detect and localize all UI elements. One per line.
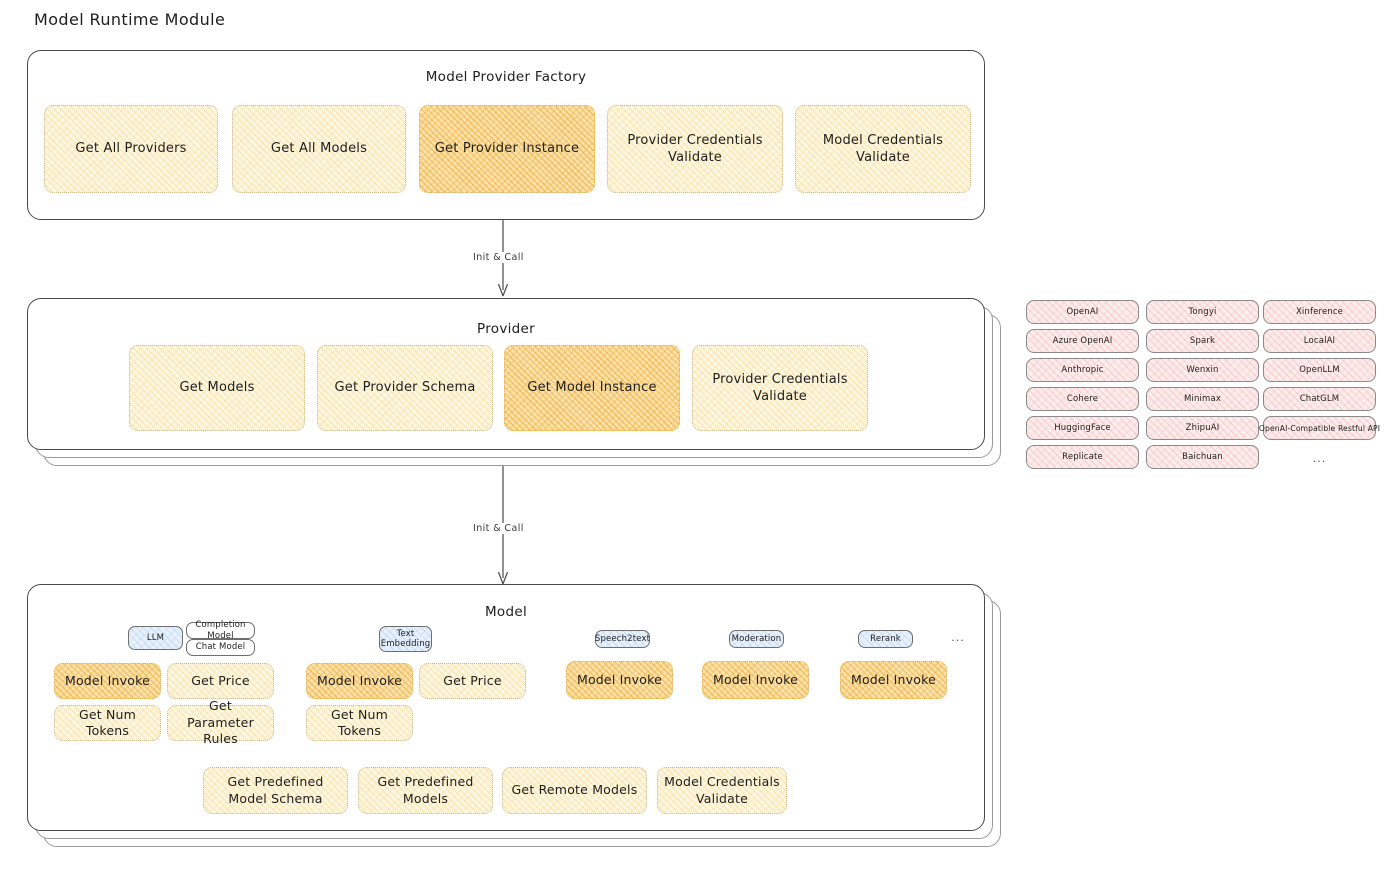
provider-chip-spark[interactable]: Spark (1146, 329, 1259, 353)
model-sub-badge-chat-model[interactable]: Chat Model (186, 639, 255, 656)
model-common-get-remote-models[interactable]: Get Remote Models (502, 767, 647, 814)
model-sub-badge-completion-model[interactable]: Completion Model (186, 620, 255, 641)
model-type-badge-moderation[interactable]: Moderation (729, 630, 784, 648)
provider-chip-xinference[interactable]: Xinference (1263, 300, 1376, 324)
model-type-badge-speech2text[interactable]: Speech2text (595, 630, 650, 648)
provider-chip-cohere[interactable]: Cohere (1026, 387, 1139, 411)
provider-node-get-model-instance[interactable]: Get Model Instance (504, 345, 680, 431)
provider-chip-minimax[interactable]: Minimax (1146, 387, 1259, 411)
model-common-model-credentials-validate[interactable]: Model Credentials Validate (657, 767, 787, 814)
text-embedding-method-get-price[interactable]: Get Price (419, 663, 526, 699)
model-type-badge-rerank[interactable]: Rerank (858, 630, 913, 648)
arrow-label-init-and-call-1: Init & Call (470, 252, 527, 263)
provider-chip-tongyi[interactable]: Tongyi (1146, 300, 1259, 324)
model-type-badge-llm[interactable]: LLM (128, 626, 183, 650)
model-types-more-ellipsis: ... (951, 631, 965, 644)
llm-method-get-parameter-rules[interactable]: Get Parameter Rules (167, 698, 274, 746)
provider-chip-zhipuai[interactable]: ZhipuAI (1146, 416, 1259, 440)
page-title: Model Runtime Module (34, 10, 226, 29)
provider-node-get-provider-schema[interactable]: Get Provider Schema (317, 345, 493, 431)
provider-chip-localai[interactable]: LocalAI (1263, 329, 1376, 353)
rerank-method-model-invoke[interactable]: Model Invoke (840, 661, 947, 699)
provider-node-provider-credentials-validate[interactable]: Provider Credentials Validate (692, 345, 868, 431)
provider-node-get-models[interactable]: Get Models (129, 345, 305, 431)
provider-chip-baichuan[interactable]: Baichuan (1146, 445, 1259, 469)
provider-title: Provider (477, 321, 535, 337)
provider-chip-openai[interactable]: OpenAI (1026, 300, 1139, 324)
factory-node-get-provider-instance[interactable]: Get Provider Instance (419, 105, 595, 193)
arrow-label-init-and-call-2: Init & Call (470, 523, 527, 534)
factory-node-get-all-models[interactable]: Get All Models (232, 105, 406, 193)
moderation-method-model-invoke[interactable]: Model Invoke (702, 661, 809, 699)
model-common-get-predefined-model-schema[interactable]: Get Predefined Model Schema (203, 767, 348, 814)
model-type-badge-text-embedding[interactable]: Text Embedding (379, 626, 432, 652)
model-title: Model (484, 604, 528, 620)
model-common-get-predefined-models[interactable]: Get Predefined Models (358, 767, 493, 814)
llm-method-model-invoke[interactable]: Model Invoke (54, 663, 161, 699)
factory-node-provider-credentials-validate[interactable]: Provider Credentials Validate (607, 105, 783, 193)
speech2text-method-model-invoke[interactable]: Model Invoke (566, 661, 673, 699)
llm-method-get-price[interactable]: Get Price (167, 663, 274, 699)
provider-chip-openai-compatible-restful-api[interactable]: OpenAI-Compatible Restful API (1259, 416, 1380, 440)
provider-chip-chatglm[interactable]: ChatGLM (1263, 387, 1376, 411)
text-embedding-method-get-num-tokens[interactable]: Get Num Tokens (306, 705, 413, 741)
arrow-provider-to-model (497, 466, 509, 585)
provider-chip-azure-openai[interactable]: Azure OpenAI (1026, 329, 1139, 353)
factory-node-get-all-providers[interactable]: Get All Providers (44, 105, 218, 193)
model-provider-factory-title: Model Provider Factory (425, 69, 587, 85)
text-embedding-method-model-invoke[interactable]: Model Invoke (306, 663, 413, 699)
provider-chip-replicate[interactable]: Replicate (1026, 445, 1139, 469)
llm-method-get-num-tokens[interactable]: Get Num Tokens (54, 705, 161, 741)
provider-list-more-ellipsis: ... (1312, 452, 1327, 465)
provider-chip-anthropic[interactable]: Anthropic (1026, 358, 1139, 382)
provider-chip-wenxin[interactable]: Wenxin (1146, 358, 1259, 382)
factory-node-model-credentials-validate[interactable]: Model Credentials Validate (795, 105, 971, 193)
provider-chip-huggingface[interactable]: HuggingFace (1026, 416, 1139, 440)
provider-chip-openllm[interactable]: OpenLLM (1263, 358, 1376, 382)
